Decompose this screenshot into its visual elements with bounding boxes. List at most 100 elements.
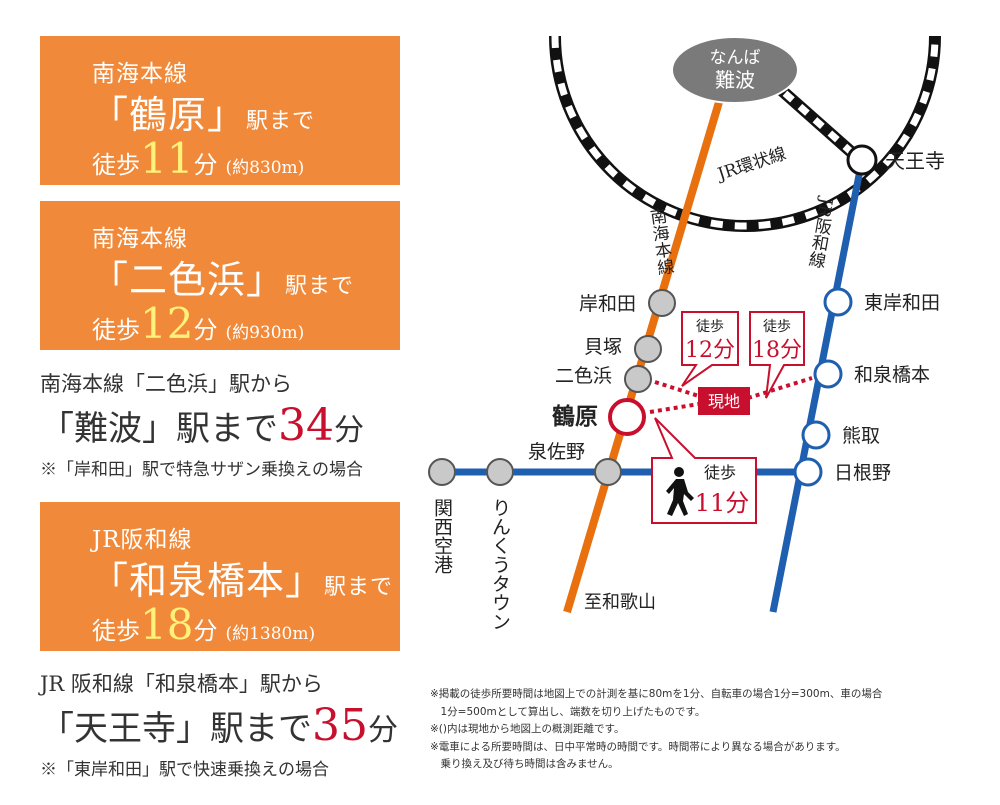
callout-walk-11: 徒歩 11分	[651, 417, 757, 524]
info-dest-name: 「難波」	[40, 409, 176, 449]
walk-label: 徒歩	[92, 151, 140, 179]
footnote-line: ※電車による所要時間は、日中平常時の時間です。時間帯により異なる場合があります。	[430, 740, 846, 753]
to-wakayama-label: 至和歌山	[584, 592, 656, 613]
loop-line	[549, 36, 941, 232]
footnote-line: ※掲載の徒歩所要時間は地図上での計測を基に80mを1分、自転車の場合1分=300…	[430, 688, 883, 700]
kishiwada-marker	[648, 289, 676, 317]
callout-11-time: 11分	[695, 489, 750, 517]
kishiwada-label: 岸和田	[579, 293, 636, 315]
walk-label: 徒歩	[92, 316, 140, 344]
callout-walk-12: 徒歩 12分	[681, 311, 739, 387]
walk-unit: 分	[193, 316, 218, 344]
walk-route-tsuruhara	[649, 401, 706, 414]
izumihashimoto-label: 和泉橋本	[854, 364, 930, 386]
info-from: 南海本線「二色浜」駅から	[40, 372, 292, 396]
walk-label: 徒歩	[92, 617, 140, 645]
izumisano-label: 泉佐野	[528, 441, 585, 463]
hanwa-line-label: JR阪和線	[804, 194, 837, 269]
hineno-marker	[793, 457, 823, 487]
kansai-airport-label: 関西空港	[431, 498, 453, 574]
panel-tsuruhara: 南海本線 「鶴原」駅まで 徒歩11分 (約830m)	[40, 36, 400, 185]
info-note: ※「東岸和田」駅で快速乗換えの場合	[40, 760, 329, 780]
walk-route-nishikinohama	[654, 380, 706, 400]
footnote-line: 1分=500mとして算出し、端数を切り上げたものです。	[430, 705, 706, 718]
info-note: ※「岸和田」駅で特急サザン乗換えの場合	[40, 460, 363, 480]
callout-18-label: 徒歩	[763, 319, 791, 335]
panel-walk: 徒歩18分 (約1380m)	[92, 600, 315, 649]
info-from: JR 阪和線「和泉橋本」駅から	[40, 672, 323, 696]
tennoji-label: 天王寺	[885, 149, 945, 173]
panel-station: 「二色浜」駅まで	[90, 249, 354, 304]
station-suffix: 駅まで	[285, 274, 355, 299]
station-suffix: 駅まで	[324, 575, 394, 600]
callout-11-label: 徒歩	[704, 463, 736, 482]
panel-izumihashimoto: JR阪和線 「和泉橋本」駅まで 徒歩18分 (約1380m)	[40, 502, 400, 651]
tsuruhara-label: 鶴原	[552, 403, 598, 430]
kumatori-label: 熊取	[842, 425, 880, 447]
tsuruhara-marker	[608, 398, 646, 436]
panel-nishikinohama: 南海本線 「二色浜」駅まで 徒歩12分 (約930m)	[40, 201, 400, 350]
station-suffix: 駅まで	[246, 109, 316, 134]
rinku-town-label: りんくうタウン	[489, 498, 511, 631]
namba-kana: なんば	[710, 48, 761, 68]
kansai-airport-marker	[428, 458, 456, 486]
footnotes: ※掲載の徒歩所要時間は地図上での計測を基に80mを1分、自転車の場合1分=300…	[430, 686, 975, 774]
walk-minutes: 18	[140, 600, 194, 649]
hanwa-line	[769, 164, 865, 613]
current-location-label: 現地	[708, 392, 740, 411]
info-minutes: 34	[278, 400, 334, 451]
rinku-town-marker	[486, 458, 514, 486]
panel-walk: 徒歩12分 (約930m)	[92, 299, 304, 348]
walking-person-icon	[666, 467, 694, 516]
higashikishiwada-marker	[823, 287, 853, 317]
callout-12-time: 12分	[685, 338, 735, 363]
kaizuka-label: 貝塚	[584, 336, 622, 358]
walk-route-izumihashimoto	[747, 376, 813, 400]
current-location-badge: 現地	[698, 387, 750, 415]
info-namba: 南海本線「二色浜」駅から 「難波」駅まで34分 ※「岸和田」駅で特急サザン乗換え…	[40, 368, 364, 480]
walk-minutes: 11	[140, 134, 194, 183]
izumihashimoto-marker	[813, 359, 843, 389]
kumatori-marker	[801, 420, 831, 450]
panel-station: 「和泉橋本」駅まで	[90, 550, 393, 605]
higashikishiwada-label: 東岸和田	[864, 292, 940, 314]
walk-minutes: 12	[140, 299, 194, 348]
nishikinohama-label: 二色浜	[555, 365, 612, 387]
info-dest: 「天王寺」駅まで35分	[40, 700, 398, 751]
info-dest-name: 「天王寺」	[40, 709, 210, 749]
namba-station: なんば 難波	[671, 36, 799, 104]
namba-kanji: 難波	[715, 68, 755, 92]
info-tennoji: JR 阪和線「和泉橋本」駅から 「天王寺」駅まで35分 ※「東岸和田」駅で快速乗…	[40, 668, 398, 780]
panel-walk: 徒歩11分 (約830m)	[92, 134, 304, 183]
station-name: 「和泉橋本」	[90, 559, 325, 603]
panel-station: 「鶴原」駅まで	[90, 84, 315, 139]
info-dest-suffix: 駅まで	[210, 709, 312, 749]
info-dest-suffix: 駅まで	[176, 409, 278, 449]
walk-distance: (約830m)	[225, 158, 305, 178]
kaizuka-marker	[634, 335, 662, 363]
izumisano-marker	[594, 458, 622, 486]
walk-distance: (約1380m)	[225, 624, 316, 644]
panel-line: JR阪和線	[92, 527, 193, 553]
loop-line-label: JR環状線	[713, 144, 788, 185]
station-name: 「二色浜」	[90, 258, 286, 302]
walk-unit: 分	[193, 151, 218, 179]
info-dest: 「難波」駅まで34分	[40, 400, 364, 451]
footnote-line: ※()内は現地から地図上の概測距離です。	[430, 723, 625, 735]
panel-line: 南海本線	[92, 226, 188, 252]
callout-walk-18: 徒歩 18分	[749, 311, 805, 399]
nishikinohama-marker	[624, 365, 652, 393]
namba-tennoji-line	[766, 75, 862, 163]
station-name: 「鶴原」	[90, 93, 247, 137]
info-minutes: 35	[312, 700, 368, 751]
tennoji-marker	[846, 144, 878, 176]
walk-unit: 分	[193, 617, 218, 645]
callout-18-time: 18分	[752, 338, 802, 363]
footnote-line: 乗り換え及び待ち時間は含みません。	[430, 758, 619, 770]
panel-line: 南海本線	[92, 61, 188, 87]
callout-12-label: 徒歩	[696, 319, 724, 335]
walk-distance: (約930m)	[225, 323, 305, 343]
hineno-label: 日根野	[834, 462, 891, 484]
info-unit: 分	[334, 413, 364, 448]
